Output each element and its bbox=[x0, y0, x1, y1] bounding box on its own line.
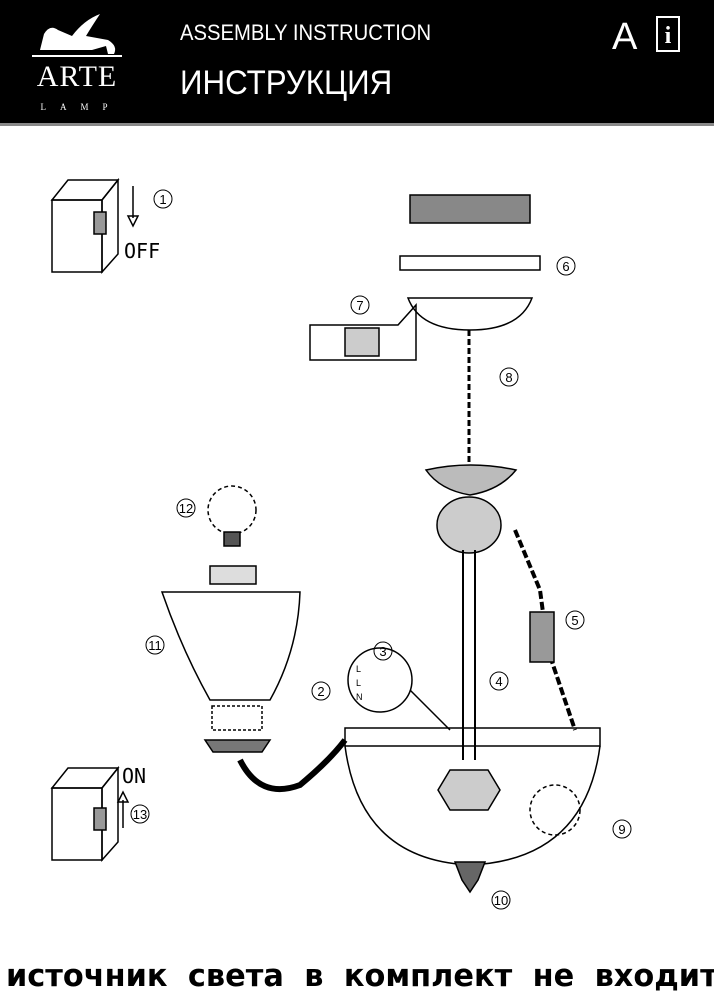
step-number-6: 6 bbox=[562, 259, 569, 274]
brand-sub: LAMP bbox=[40, 102, 122, 112]
wire-label-n: N bbox=[356, 692, 363, 702]
title-english: ASSEMBLY INSTRUCTION bbox=[180, 20, 432, 45]
shade-icon bbox=[160, 591, 301, 701]
canopy-icon bbox=[406, 297, 534, 331]
winged-lion-icon bbox=[32, 14, 122, 57]
switch-on-label: ON bbox=[122, 764, 146, 788]
step-number-13: 13 bbox=[133, 807, 147, 822]
wall-switch-off-icon bbox=[50, 177, 140, 274]
step-number-5: 5 bbox=[571, 613, 578, 628]
wire-connector-icon bbox=[309, 303, 417, 361]
arm-icon bbox=[237, 738, 348, 792]
brand-name: ARTE bbox=[36, 60, 118, 93]
switch-off-label: OFF bbox=[124, 239, 160, 263]
wall-switch-on-icon bbox=[50, 765, 130, 862]
finial-icon bbox=[453, 861, 487, 894]
title-russian: ИНСТРУКЦИЯ bbox=[180, 64, 393, 102]
language-letter: A bbox=[612, 16, 638, 58]
step-number-4: 4 bbox=[495, 674, 502, 689]
arte-lamp-logo: ARTE LAMP bbox=[22, 10, 132, 118]
ceiling-icon bbox=[409, 194, 531, 224]
step-number-1: 1 bbox=[159, 192, 166, 207]
step-number-10: 10 bbox=[494, 893, 508, 908]
step-number-3: 3 bbox=[379, 644, 386, 659]
step-number-9: 9 bbox=[618, 822, 625, 837]
step-number-2: 2 bbox=[317, 684, 324, 699]
wiring-detail-icon bbox=[347, 647, 413, 713]
assembly-diagram: OFF ON L L N 1 2 3 4 5 bbox=[50, 177, 632, 910]
wire-label-l2: L bbox=[356, 678, 361, 688]
info-book-icon: i bbox=[656, 16, 680, 52]
footer-note: источник света в комплект не входит bbox=[6, 958, 714, 994]
step-number-8: 8 bbox=[505, 370, 512, 385]
wire-label-l1: L bbox=[356, 664, 361, 674]
step-number-7: 7 bbox=[356, 298, 363, 313]
bulb-icon bbox=[207, 485, 257, 535]
header: ARTE LAMP ASSEMBLY INSTRUCTION ИНСТРУКЦИ… bbox=[0, 0, 714, 126]
frame-ring-icon bbox=[344, 727, 601, 747]
step-number-12: 12 bbox=[179, 501, 193, 516]
mounting-bar-icon bbox=[399, 255, 541, 271]
step-number-11: 11 bbox=[148, 638, 162, 653]
